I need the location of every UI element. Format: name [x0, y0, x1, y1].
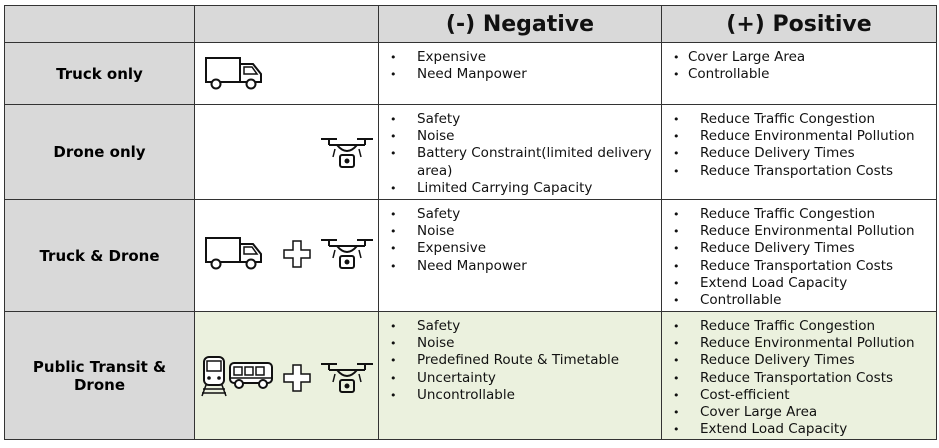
truck-icon	[205, 56, 263, 90]
row-label: Drone only	[4, 104, 195, 200]
truck-icon	[205, 236, 263, 270]
list-item: Uncontrollable	[379, 387, 661, 404]
list-item: Limited Carrying Capacity	[379, 180, 661, 197]
list-item: Expensive	[379, 240, 661, 257]
header-row: (-) Negative (+) Positive	[4, 5, 937, 43]
list-item: Expensive	[379, 49, 661, 66]
list-item: Battery Constraint(limited delivery area…	[379, 145, 661, 179]
list-item: Need Manpower	[379, 258, 661, 275]
list-item: Reduce Delivery Times	[662, 352, 936, 369]
table-row: Drone only Safety No	[4, 104, 937, 200]
table-row: Truck only Expensive Need Manpower Cover…	[4, 42, 937, 105]
list-item: Cover Large Area	[662, 49, 936, 66]
negative-cell: Safety Noise Predefined Route & Timetabl…	[378, 311, 662, 440]
drone-icon	[319, 236, 375, 272]
drone-icon	[319, 135, 375, 171]
list-item: Safety	[379, 318, 661, 335]
list-item: Extend Load Capacity	[662, 275, 936, 292]
plus-icon	[283, 240, 311, 268]
row-label: Public Transit & Drone	[4, 311, 195, 440]
list-item: Noise	[379, 128, 661, 145]
negative-cell: Expensive Need Manpower	[378, 42, 662, 105]
list-item: Cost-efficient	[662, 387, 936, 404]
list-item: Reduce Transportation Costs	[662, 370, 936, 387]
table-row: Truck & Drone	[4, 199, 937, 312]
list-item: Reduce Delivery Times	[662, 145, 936, 162]
list-item: Controllable	[662, 66, 936, 83]
header-icons	[194, 5, 379, 43]
icon-cell	[194, 104, 379, 200]
list-item: Noise	[379, 335, 661, 352]
list-item: Reduce Traffic Congestion	[662, 111, 936, 128]
list-item: Reduce Transportation Costs	[662, 163, 936, 180]
positive-cell: Reduce Traffic Congestion Reduce Environ…	[661, 104, 937, 200]
negative-cell: Safety Noise Expensive Need Manpower	[378, 199, 662, 312]
train-icon	[201, 356, 227, 398]
row-label: Truck only	[4, 42, 195, 105]
list-item: Controllable	[662, 292, 936, 309]
list-item: Uncertainty	[379, 370, 661, 387]
list-item: Noise	[379, 223, 661, 240]
icon-cell	[194, 42, 379, 105]
table-row: Public Transit & Drone	[4, 311, 937, 440]
icon-cell	[194, 311, 379, 440]
list-item: Reduce Delivery Times	[662, 240, 936, 257]
positive-cell: Cover Large Area Controllable	[661, 42, 937, 105]
positive-cell: Reduce Traffic Congestion Reduce Environ…	[661, 311, 937, 440]
negative-cell: Safety Noise Battery Constraint(limited …	[378, 104, 662, 200]
list-item: Safety	[379, 111, 661, 128]
list-item: Reduce Traffic Congestion	[662, 318, 936, 335]
comparison-table: (-) Negative (+) Positive Truck only Exp…	[4, 5, 937, 440]
bus-icon	[229, 362, 273, 390]
list-item: Reduce Transportation Costs	[662, 258, 936, 275]
list-item: Reduce Environmental Pollution	[662, 223, 936, 240]
icon-cell	[194, 199, 379, 312]
list-item: Predefined Route & Timetable	[379, 352, 661, 369]
list-item: Reduce Environmental Pollution	[662, 128, 936, 145]
header-corner	[4, 5, 195, 43]
list-item: Extend Load Capacity	[662, 421, 936, 438]
drone-icon	[319, 360, 375, 396]
list-item: Cover Large Area	[662, 404, 936, 421]
header-positive: (+) Positive	[661, 5, 937, 43]
list-item: Safety	[379, 206, 661, 223]
row-label: Truck & Drone	[4, 199, 195, 312]
header-negative: (-) Negative	[378, 5, 662, 43]
plus-icon	[283, 364, 311, 392]
list-item: Reduce Environmental Pollution	[662, 335, 936, 352]
list-item: Reduce Traffic Congestion	[662, 206, 936, 223]
positive-cell: Reduce Traffic Congestion Reduce Environ…	[661, 199, 937, 312]
list-item: Need Manpower	[379, 66, 661, 83]
